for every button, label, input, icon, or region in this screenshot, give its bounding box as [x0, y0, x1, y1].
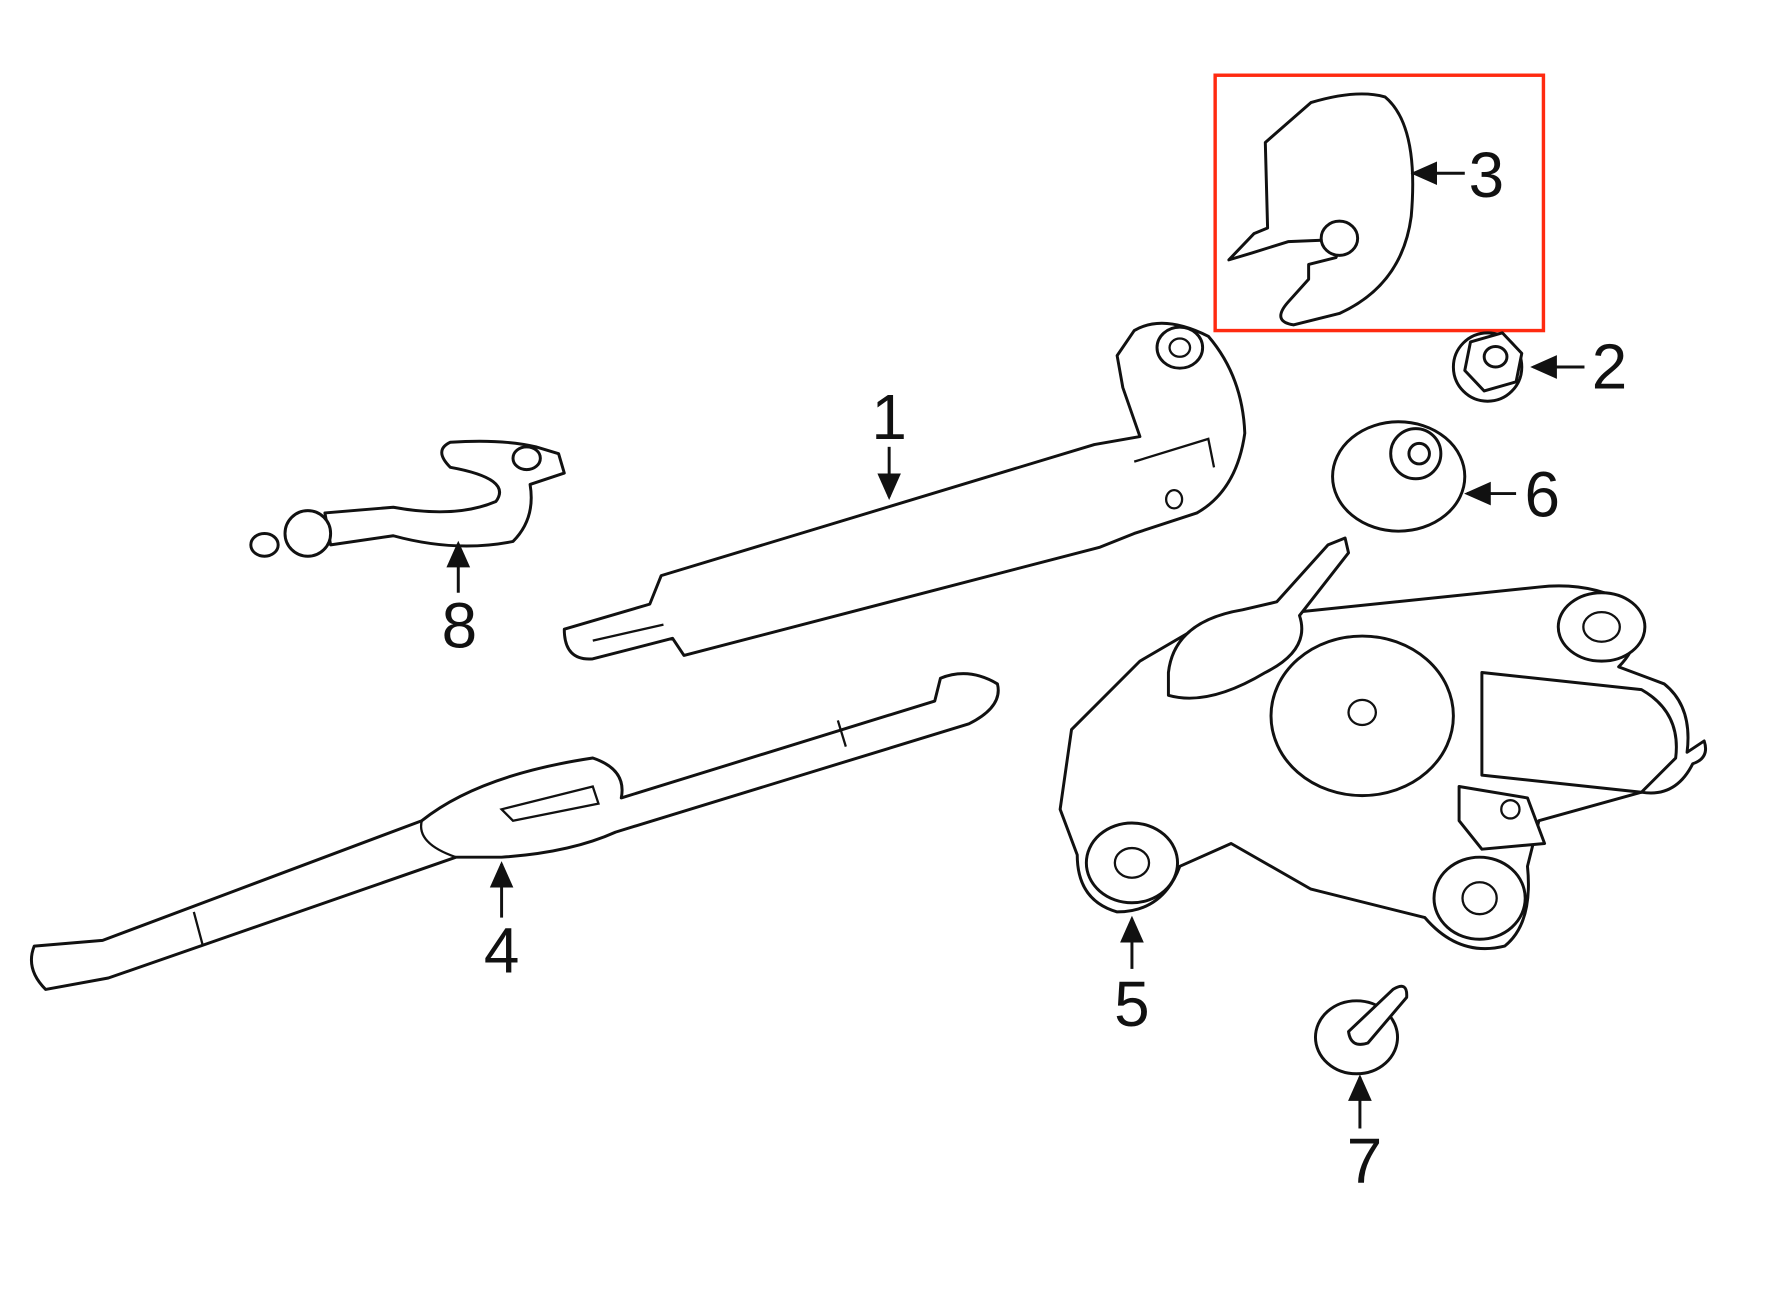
- callout-1: 1: [871, 381, 907, 453]
- callout-3: 3: [1469, 139, 1505, 211]
- part-5-wiper-motor[interactable]: [1058, 536, 1708, 951]
- part-3-cap[interactable]: [1227, 92, 1415, 327]
- part-8-hose[interactable]: [249, 439, 566, 558]
- part-7-bolt[interactable]: [1313, 984, 1409, 1076]
- part-1-wiper-arm[interactable]: [562, 321, 1247, 661]
- part-2-nut[interactable]: [1451, 331, 1524, 403]
- callout-6: 6: [1525, 458, 1561, 530]
- part-4-wiper-blade[interactable]: [30, 672, 1000, 991]
- leader-lines: [446, 161, 1585, 1129]
- highlight-box: [1213, 73, 1546, 333]
- callout-7: 7: [1347, 1125, 1383, 1197]
- callout-2: 2: [1592, 331, 1628, 403]
- callout-8: 8: [442, 589, 478, 661]
- callout-5: 5: [1114, 968, 1150, 1040]
- part-6-grommet[interactable]: [1331, 420, 1467, 533]
- callout-4: 4: [484, 914, 520, 986]
